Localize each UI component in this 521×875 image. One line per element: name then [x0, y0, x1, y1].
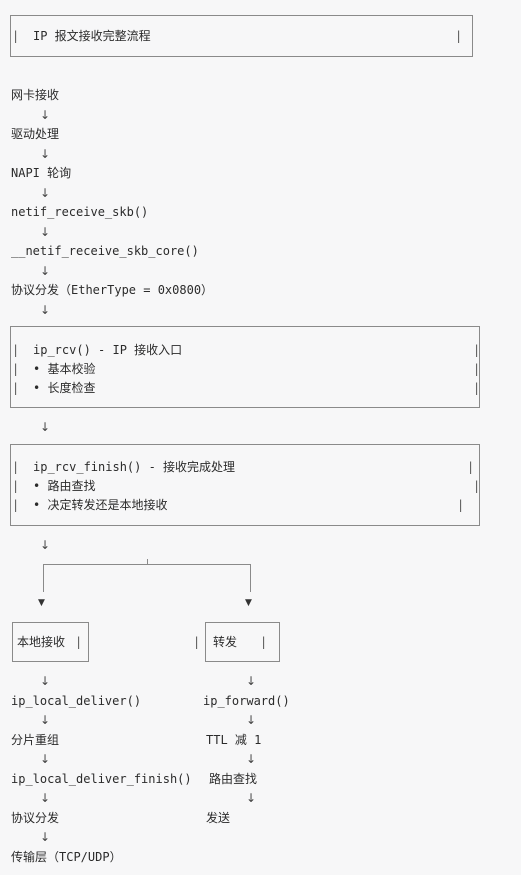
down-arrow-icon: ↓: [40, 791, 51, 805]
pipe: |: [12, 460, 20, 474]
step-driver: 驱动处理: [11, 127, 60, 141]
pipe: |: [260, 635, 268, 649]
forward-box: [205, 622, 280, 662]
step-protocol-dispatch: 协议分发（EtherType = 0x0800）: [11, 283, 214, 297]
down-arrow-icon: ↓: [246, 713, 257, 727]
branch-right-line: [250, 564, 251, 592]
pipe: |: [12, 498, 20, 512]
down-arrow-icon: ↓: [246, 752, 257, 766]
down-arrow-icon: ↓: [40, 108, 51, 122]
step-nic-receive: 网卡接收: [11, 88, 60, 102]
pipe: |: [193, 635, 201, 649]
step-ip-local-deliver: ip_local_deliver(): [11, 694, 142, 708]
step-ttl-decrement: TTL 减 1: [206, 733, 262, 747]
step-netif-receive-skb-core: __netif_receive_skb_core(): [11, 244, 199, 258]
pipe: |: [467, 460, 475, 474]
down-arrow-icon: ↓: [40, 264, 51, 278]
step-fragment-reassembly: 分片重组: [11, 733, 60, 747]
title-text: IP 报文接收完整流程: [33, 29, 151, 43]
ip-rcv-title: ip_rcv() - IP 接收入口: [33, 343, 183, 357]
down-arrow-icon: ↓: [40, 713, 51, 727]
step-route-lookup: 路由查找: [209, 772, 258, 786]
step-napi: NAPI 轮询: [11, 166, 72, 180]
branch-stem: [43, 564, 44, 592]
down-arrow-icon: ↓: [246, 674, 257, 688]
title-box: [10, 15, 473, 57]
ip-rcv-finish-item: • 路由查找: [33, 479, 96, 493]
down-arrow-icon: ↓: [40, 752, 51, 766]
down-arrow-icon: ↓: [40, 303, 51, 317]
local-receive-label: 本地接收: [17, 635, 66, 649]
pipe: |: [473, 381, 481, 395]
down-arrow-icon: ↓: [40, 225, 51, 239]
pipe: |: [455, 29, 463, 43]
step-ip-forward: ip_forward(): [203, 694, 290, 708]
pipe: |: [75, 635, 83, 649]
pipe: |: [457, 498, 465, 512]
down-arrow-icon: ↓: [40, 147, 51, 161]
local-receive-box: [12, 622, 89, 662]
down-arrow-icon: ↓: [40, 186, 51, 200]
branch-horizontal-line: [43, 564, 250, 565]
ip-rcv-item: • 长度检查: [33, 381, 96, 395]
pipe: |: [473, 362, 481, 376]
step-netif-receive-skb: netif_receive_skb(): [11, 205, 149, 219]
pipe: |: [473, 479, 481, 493]
step-ip-local-deliver-finish: ip_local_deliver_finish(): [11, 772, 192, 786]
ip-rcv-item: • 基本校验: [33, 362, 96, 376]
down-arrow-icon: ↓: [246, 791, 257, 805]
down-arrow-icon: ↓: [40, 674, 51, 688]
pipe: |: [12, 343, 20, 357]
step-protocol-demux: 协议分发: [11, 811, 60, 825]
forward-label: 转发: [213, 635, 238, 649]
step-transport-layer: 传输层（TCP/UDP）: [11, 850, 122, 864]
pipe: |: [12, 381, 20, 395]
down-arrow-icon: ↓: [40, 538, 51, 552]
pipe: |: [12, 362, 20, 376]
down-arrow-icon: ↓: [40, 830, 51, 844]
ip-rcv-finish-item: • 决定转发还是本地接收: [33, 498, 168, 512]
pipe: |: [473, 343, 481, 357]
ip-rcv-finish-title: ip_rcv_finish() - 接收完成处理: [33, 460, 236, 474]
step-send: 发送: [206, 811, 231, 825]
ip-rcv-box: [10, 326, 480, 408]
pipe: |: [12, 29, 20, 43]
down-triangle-icon: ▼: [245, 598, 252, 608]
down-arrow-icon: ↓: [40, 420, 51, 434]
ip-rcv-finish-box: [10, 444, 480, 526]
down-triangle-icon: ▼: [38, 598, 45, 608]
pipe: |: [12, 479, 20, 493]
branch-join: [147, 559, 148, 564]
